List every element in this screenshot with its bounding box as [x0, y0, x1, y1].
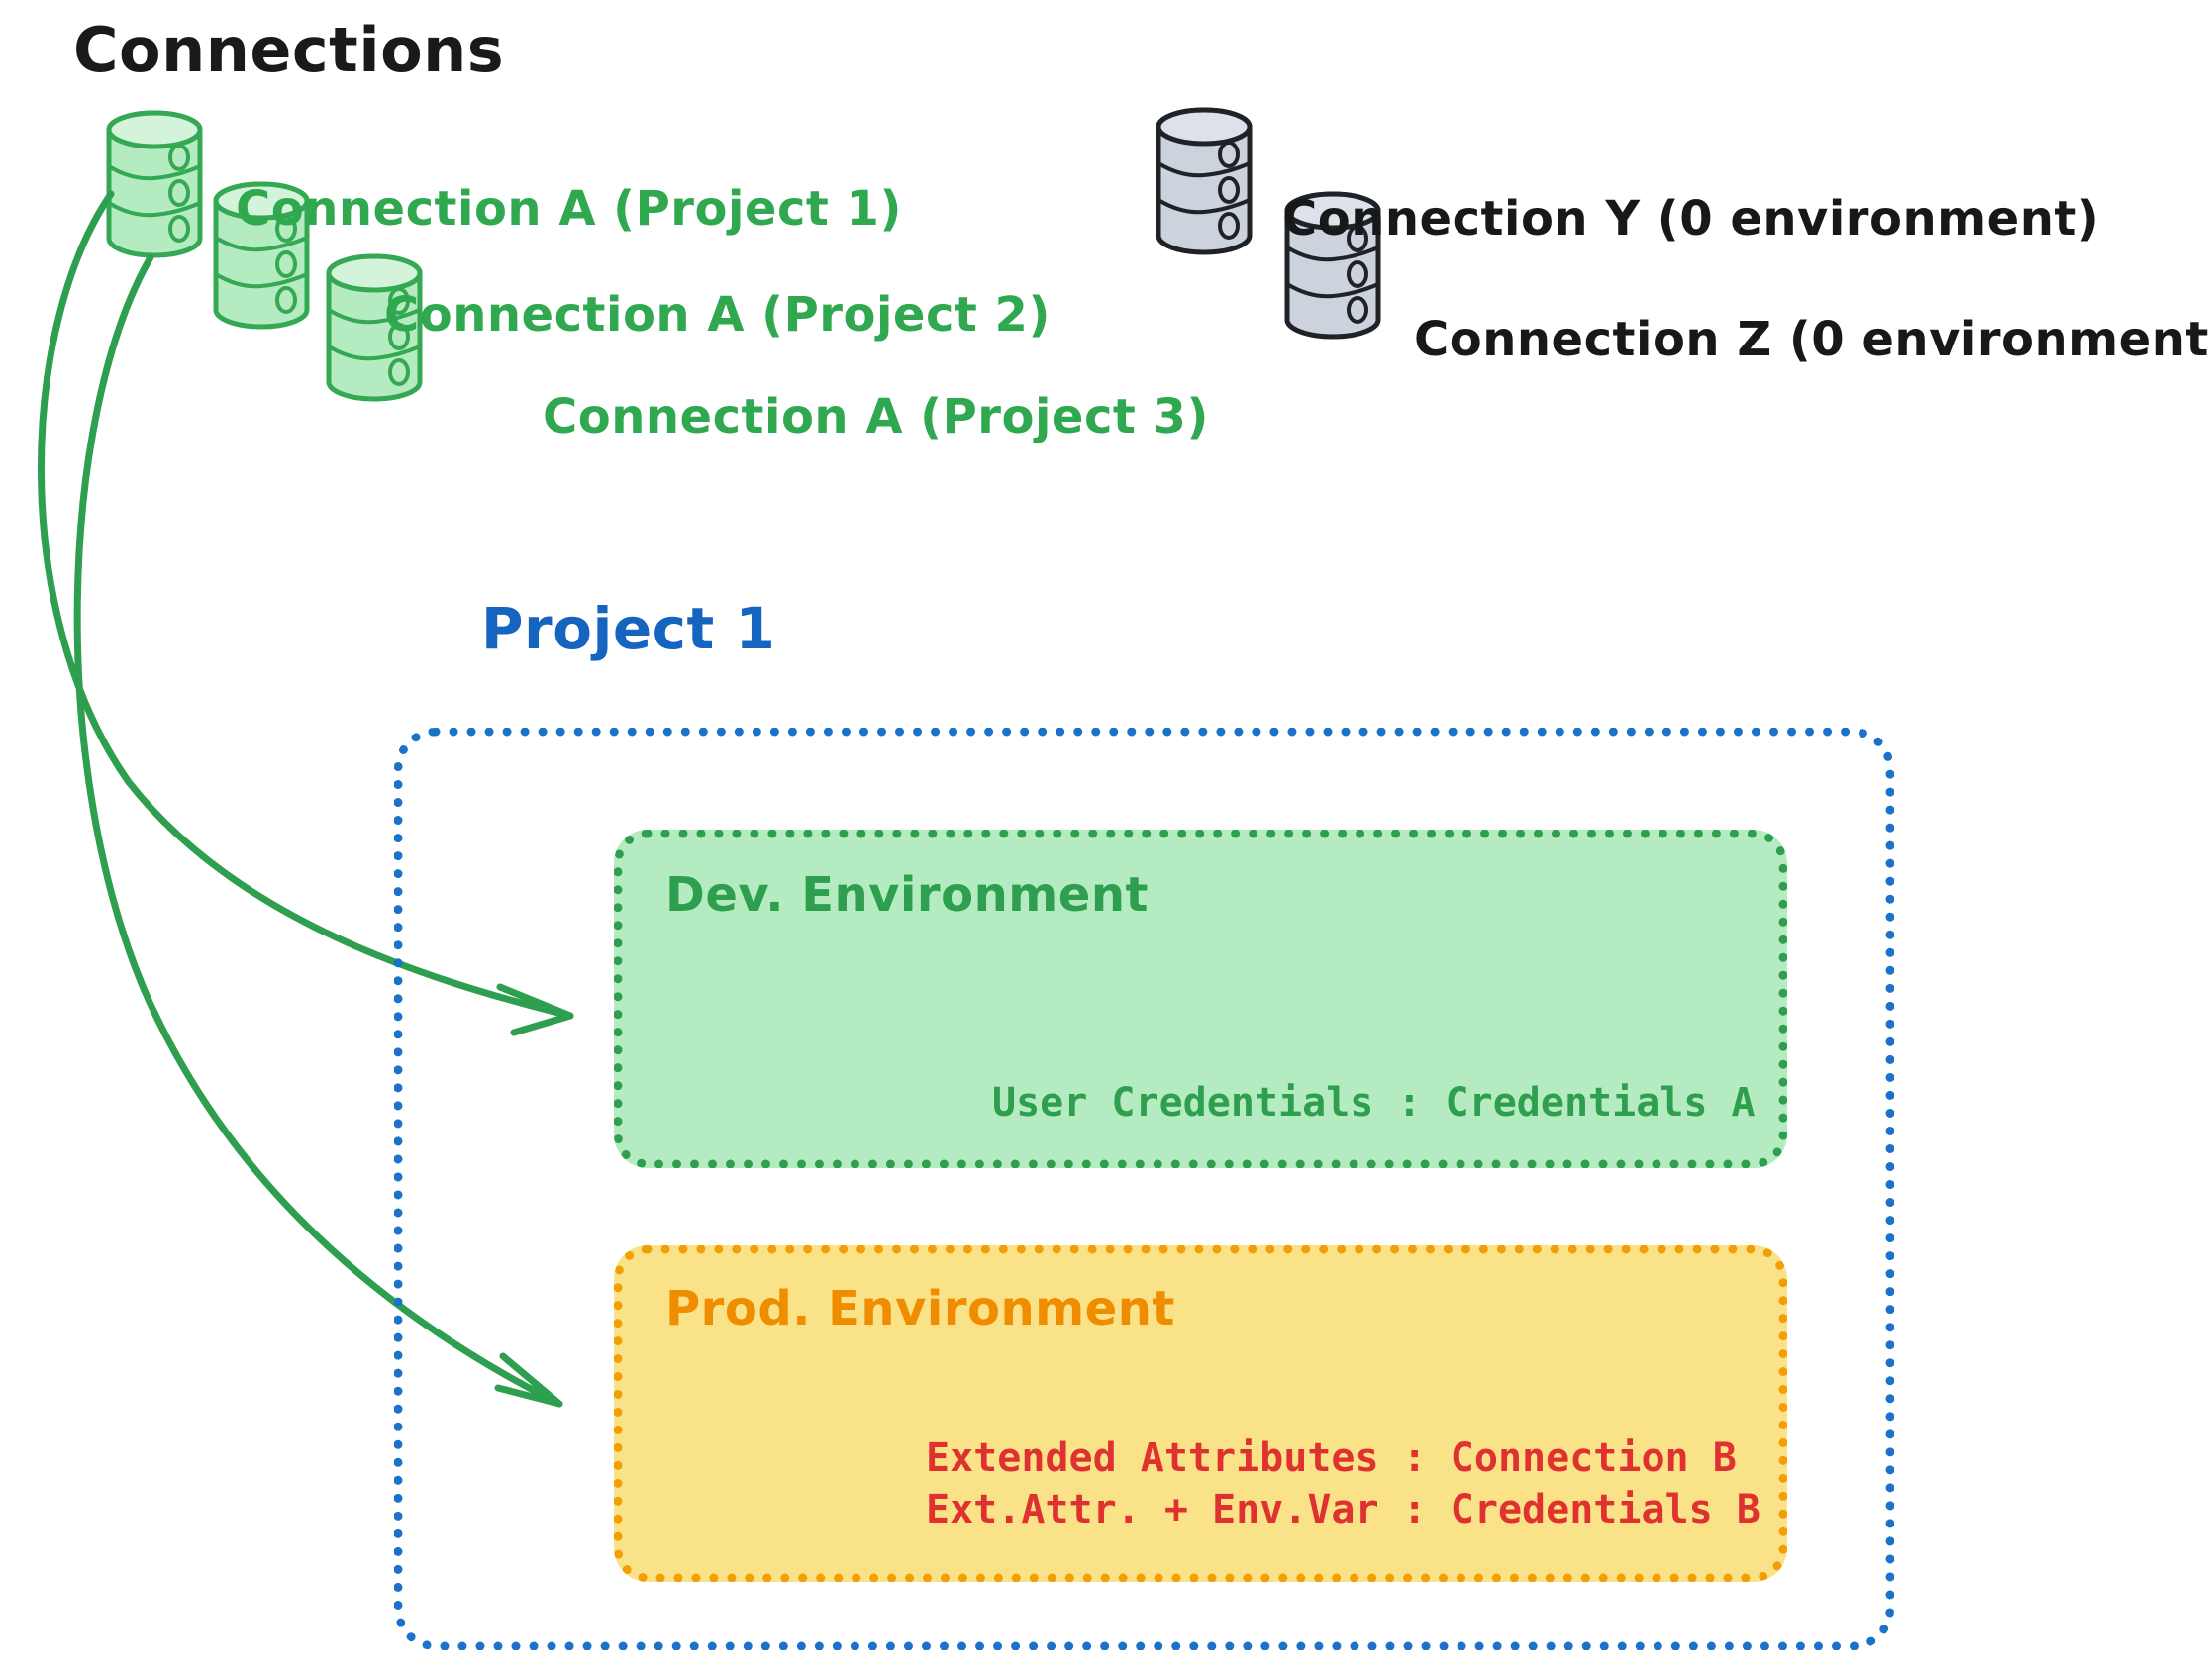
prod-line-ext-attr-env-var: Ext.Attr. + Env.Var : Credentials B: [926, 1487, 1760, 1532]
database-icon: [106, 110, 203, 258]
dev-environment-credentials: User Credentials : Credentials A: [992, 1080, 1756, 1126]
connection-label-a-project-3: Connection A (Project 3): [543, 389, 1209, 444]
connection-label-a-project-1: Connection A (Project 1): [236, 181, 902, 237]
connection-label-a-project-2: Connection A (Project 2): [384, 287, 1051, 343]
prod-environment-box: [614, 1245, 1787, 1582]
connection-label-z: Connection Z (0 environment): [1414, 312, 2212, 367]
prod-environment-title: Prod. Environment: [665, 1281, 1175, 1336]
project-container: [394, 728, 1894, 1650]
dev-environment-box: [614, 830, 1787, 1168]
prod-line-extended-attributes: Extended Attributes : Connection B: [926, 1435, 1737, 1481]
database-icon: [1156, 107, 1253, 255]
project-title: Project 1: [481, 595, 776, 662]
dev-environment-title: Dev. Environment: [665, 867, 1149, 923]
page-title: Connections: [73, 14, 505, 86]
prod-environment-attributes: Extended Attributes : Connection B Ext.A…: [926, 1432, 1760, 1535]
connection-label-y: Connection Y (0 environment): [1282, 191, 2100, 246]
